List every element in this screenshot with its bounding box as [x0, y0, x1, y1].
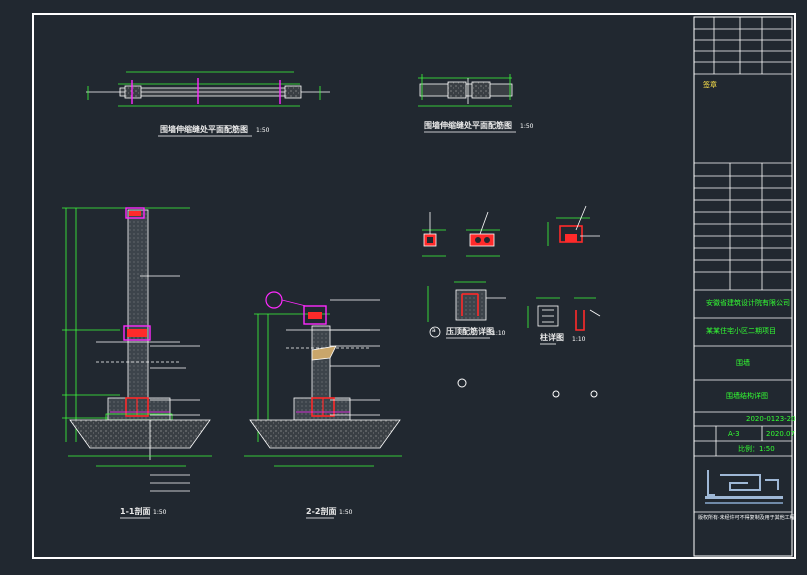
title-block-frame: [693, 16, 793, 557]
stamp-label: 签章: [703, 81, 717, 89]
detail-b-scale: 1:10: [572, 336, 586, 343]
section-2-title: 2-2剖面: [306, 507, 337, 516]
title-block-top-grid: [694, 17, 792, 513]
detail-a-scale: 1:10: [492, 330, 506, 337]
plan-a-drawing: [86, 71, 330, 107]
project-name: 某某住宅小区二期项目: [706, 327, 776, 335]
detail-a-drawing: [427, 281, 506, 338]
stray-circle: [552, 390, 560, 398]
plan-a-scale: 1:50: [256, 127, 270, 134]
plan-a-title: 围墙伸缩缝处平面配筋图: [160, 125, 248, 134]
plan-b-drawing: [418, 74, 513, 107]
plan-b-scale: 1:50: [520, 123, 534, 130]
detail-b-drawing: [527, 297, 601, 331]
drawing-name: 围墙结构详图: [726, 392, 768, 400]
section-1-scale: 1:50: [153, 509, 167, 516]
footer-note: 版权所有·未经许可不得复制及用于其他工程: [698, 515, 795, 521]
drawing-number: 2020-0123-20: [746, 415, 796, 423]
cap-details: [422, 205, 600, 257]
detail-a-marker: a: [432, 327, 436, 334]
section-2-drawing: [244, 291, 402, 467]
detail-b-title: 柱详图: [540, 333, 564, 342]
drawing-date: 2020.07: [766, 430, 795, 438]
section-1-title: 1-1剖面: [120, 507, 151, 516]
detail-a-title: 压顶配筋详图: [446, 327, 494, 336]
section-1-drawing: [62, 207, 212, 492]
title-underlines: [120, 131, 556, 519]
section-2-scale: 1:50: [339, 509, 353, 516]
scale-note: 比例：1:50: [738, 445, 775, 453]
company-logo: [705, 470, 783, 504]
sheet-number: A-3: [728, 430, 740, 438]
plan-b-title: 围墙伸缩缝处平面配筋图: [424, 121, 512, 130]
stray-circle: [457, 378, 467, 388]
outer-border: [32, 13, 796, 559]
stray-circle: [590, 390, 598, 398]
company-name: 安徽省建筑设计院有限公司: [706, 299, 790, 307]
subproject-name: 围墙: [736, 359, 750, 367]
